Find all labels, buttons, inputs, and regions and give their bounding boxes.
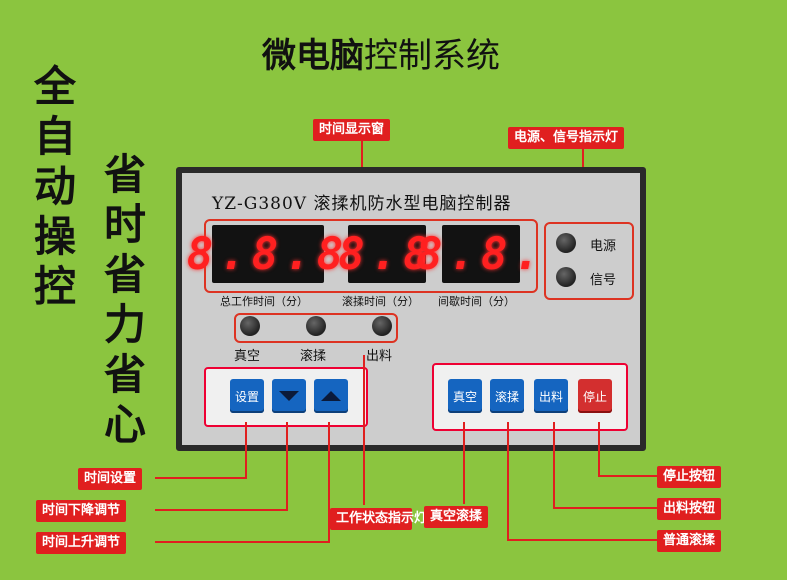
callout-time-set: 时间设置: [78, 468, 143, 490]
display-frame: [204, 219, 538, 293]
callout-time-up: 时间上升调节: [36, 532, 127, 554]
callout-stop: 停止按钮: [657, 466, 722, 488]
discharge-led-label: 出料: [366, 349, 393, 364]
total-time-display: 8.8.8: [187, 225, 343, 283]
status-led-frame: [234, 313, 398, 343]
discharge-led: [372, 316, 392, 336]
stop-button[interactable]: 停止: [578, 379, 612, 413]
time-down-button[interactable]: [272, 379, 306, 413]
interval-time-label: 间歇时间（分）: [438, 295, 515, 308]
arrow-down-icon: [279, 391, 299, 401]
rolling-led: [306, 316, 326, 336]
vacuum-led: [240, 316, 260, 336]
callout-discharge: 出料按钮: [657, 498, 722, 520]
rolling-time-label: 滚揉时间（分）: [342, 295, 419, 308]
rolling-button[interactable]: 滚揉: [490, 379, 524, 413]
signal-led: [556, 267, 576, 287]
total-time-label: 总工作时间（分）: [220, 295, 308, 308]
power-led: [556, 233, 576, 253]
model-label: YZ-G380V 滚揉机防水型电脑控制器: [212, 194, 512, 214]
vacuum-button[interactable]: 真空: [448, 379, 482, 413]
discharge-button[interactable]: 出料: [534, 379, 568, 413]
rolling-time-display: 8.8: [338, 225, 430, 283]
slogan-right: 省时省力省心: [103, 150, 146, 449]
slogan-left: 全自动操控: [33, 62, 76, 311]
page-title: 微电脑控制系统: [262, 36, 500, 76]
time-up-button[interactable]: [314, 379, 348, 413]
vacuum-led-label: 真空: [234, 349, 261, 364]
indicator-frame: [544, 222, 634, 300]
set-button[interactable]: 设置: [230, 379, 264, 413]
arrow-up-icon: [321, 391, 341, 401]
callout-normal: 普通滚揉: [657, 530, 722, 552]
callout-vacuum: 真空滚揉: [424, 506, 489, 528]
power-label: 电源: [590, 239, 617, 254]
interval-time-display: 8.8.: [416, 225, 540, 283]
signal-label: 信号: [590, 273, 617, 288]
rolling-led-label: 滚揉: [300, 349, 327, 364]
callout-time-down: 时间下降调节: [36, 500, 127, 522]
callout-time-display: 时间显示窗: [313, 119, 391, 141]
controller-panel: YZ-G380V 滚揉机防水型电脑控制器 8.8.8 8.8 8.8. 总工作时…: [176, 167, 646, 451]
callout-status-leds: 工作状态指示灯: [330, 508, 427, 530]
callout-power-signal: 电源、信号指示灯: [508, 127, 625, 149]
